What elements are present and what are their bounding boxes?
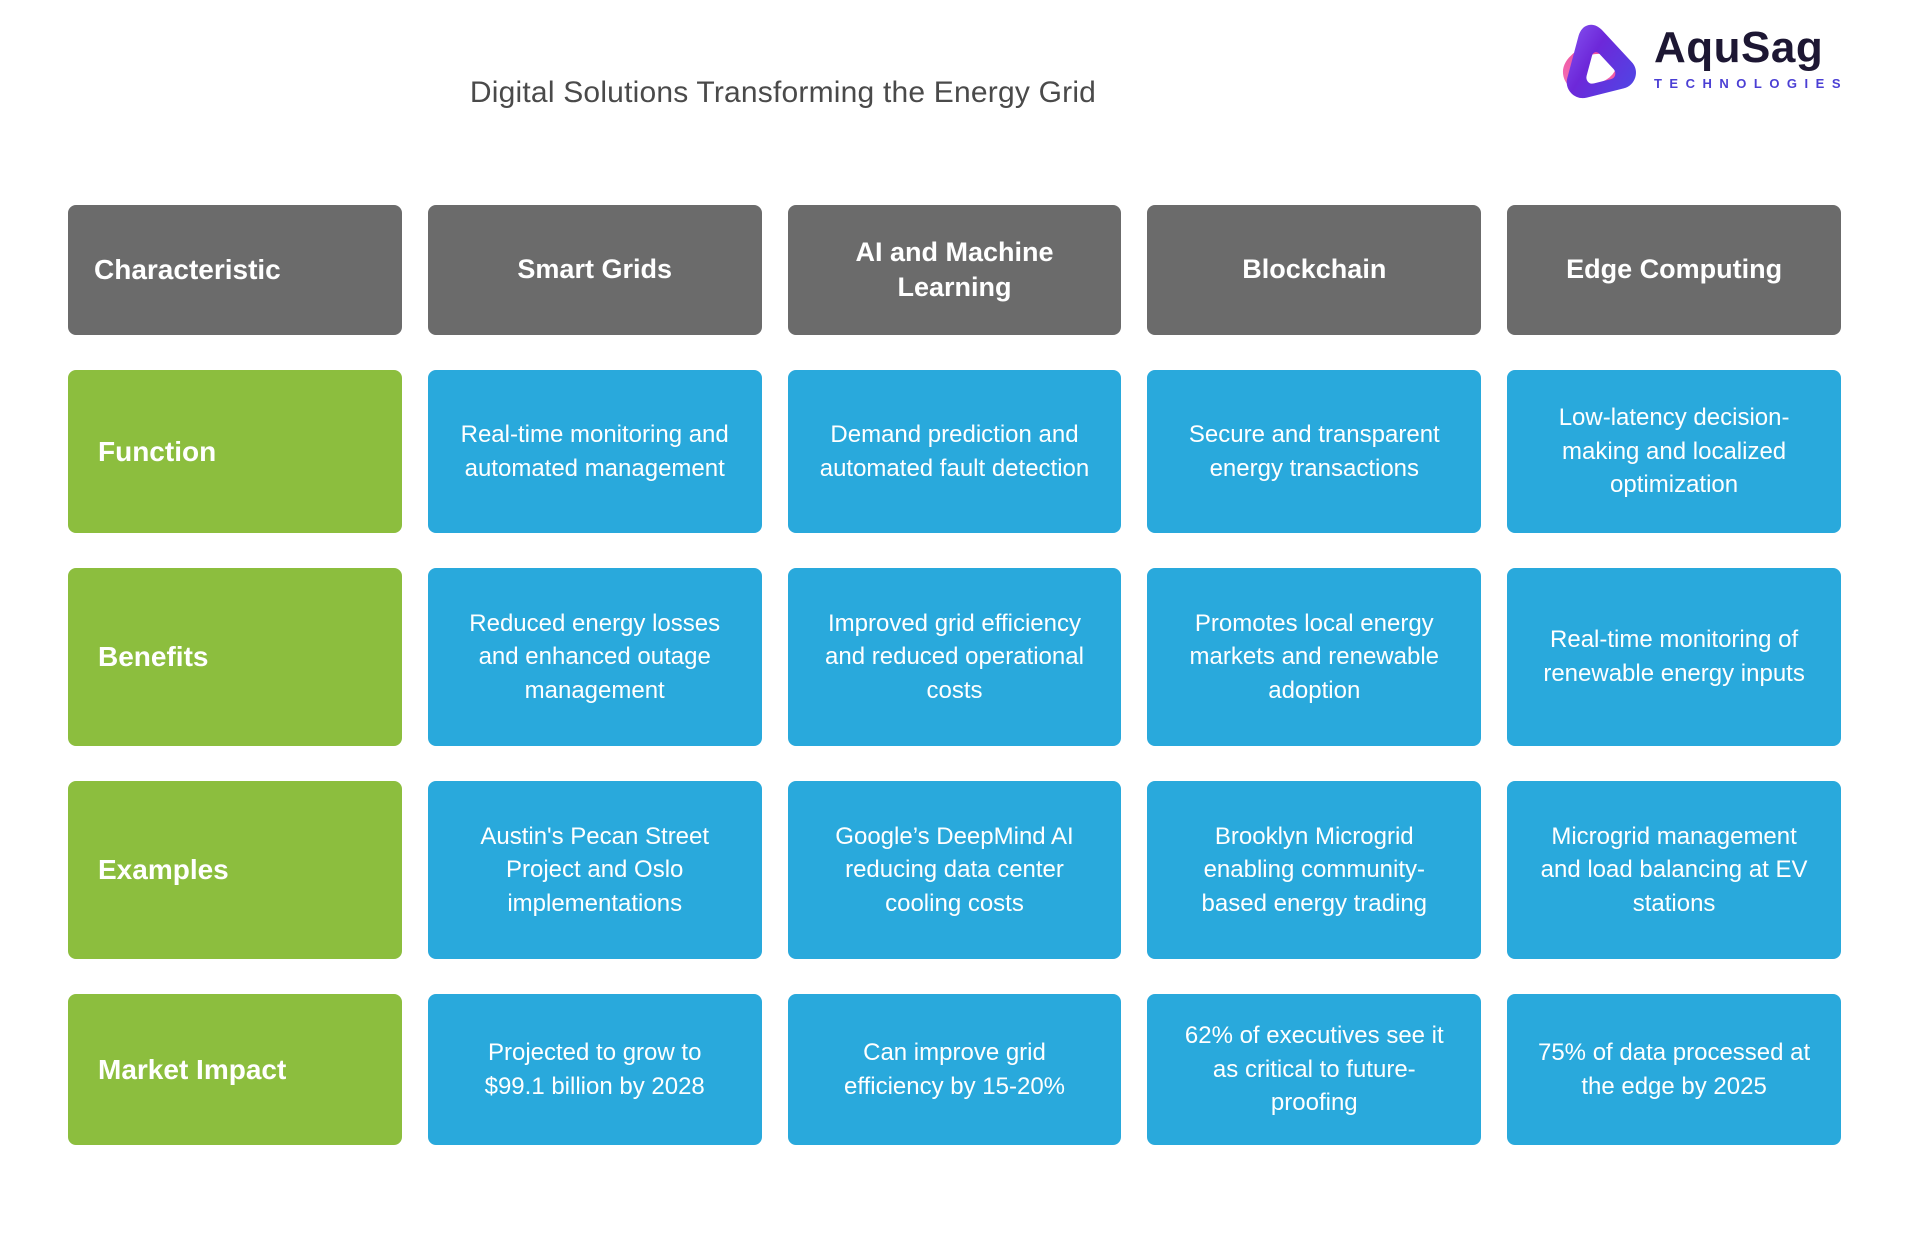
cell-function-blockchain: Secure and transparent energy transactio…	[1145, 368, 1484, 535]
aqusag-logo: AquSag TECHNOLOGIES	[1552, 12, 1848, 104]
cell-market-impact-blockchain: 62% of executives see it as critical to …	[1145, 992, 1484, 1147]
page-title: Digital Solutions Transforming the Energ…	[469, 76, 1097, 109]
cell-market-impact-edge-computing: 75% of data processed at the edge by 202…	[1505, 992, 1843, 1147]
comparison-table: Characteristic Smart Grids AI and Machin…	[66, 203, 1843, 1147]
header-cell-smart-grids: Smart Grids	[425, 203, 764, 337]
row-label-function: Function	[66, 368, 404, 535]
header-cell-ai-machine-learning: AI and Machine Learning	[785, 203, 1124, 337]
aqusag-logo-icon	[1562, 24, 1636, 99]
cell-function-edge-computing: Low-latency decision-making and localize…	[1505, 368, 1843, 535]
cell-benefits-blockchain: Promotes local energy markets and renewa…	[1145, 566, 1484, 748]
cell-examples-ai-machine-learning: Google’s DeepMind AI reducing data cente…	[785, 779, 1124, 961]
logo-text: AquSag TECHNOLOGIES	[1653, 23, 1848, 91]
row-label-market-impact: Market Impact	[66, 992, 404, 1147]
row-label-benefits: Benefits	[66, 566, 404, 748]
row-label-examples: Examples	[66, 779, 404, 961]
cell-function-smart-grids: Real-time monitoring and automated manag…	[425, 368, 764, 535]
cell-examples-blockchain: Brooklyn Microgrid enabling community-ba…	[1145, 779, 1484, 961]
cell-examples-smart-grids: Austin's Pecan Street Project and Oslo i…	[425, 779, 764, 961]
cell-market-impact-smart-grids: Projected to grow to $99.1 billion by 20…	[425, 992, 764, 1147]
cell-market-impact-ai-machine-learning: Can improve grid efficiency by 15-20%	[785, 992, 1124, 1147]
header-cell-edge-computing: Edge Computing	[1505, 203, 1843, 337]
cell-examples-edge-computing: Microgrid management and load balancing …	[1505, 779, 1843, 961]
cell-benefits-edge-computing: Real-time monitoring of renewable energy…	[1505, 566, 1843, 748]
cell-benefits-smart-grids: Reduced energy losses and enhanced outag…	[425, 566, 764, 748]
cell-benefits-ai-machine-learning: Improved grid efficiency and reduced ope…	[785, 566, 1124, 748]
logo-name: AquSag	[1653, 23, 1824, 73]
header-cell-blockchain: Blockchain	[1145, 203, 1484, 337]
cell-function-ai-machine-learning: Demand prediction and automated fault de…	[785, 368, 1124, 535]
header-cell-characteristic: Characteristic	[66, 203, 404, 337]
logo-subtitle: TECHNOLOGIES	[1653, 75, 1848, 91]
